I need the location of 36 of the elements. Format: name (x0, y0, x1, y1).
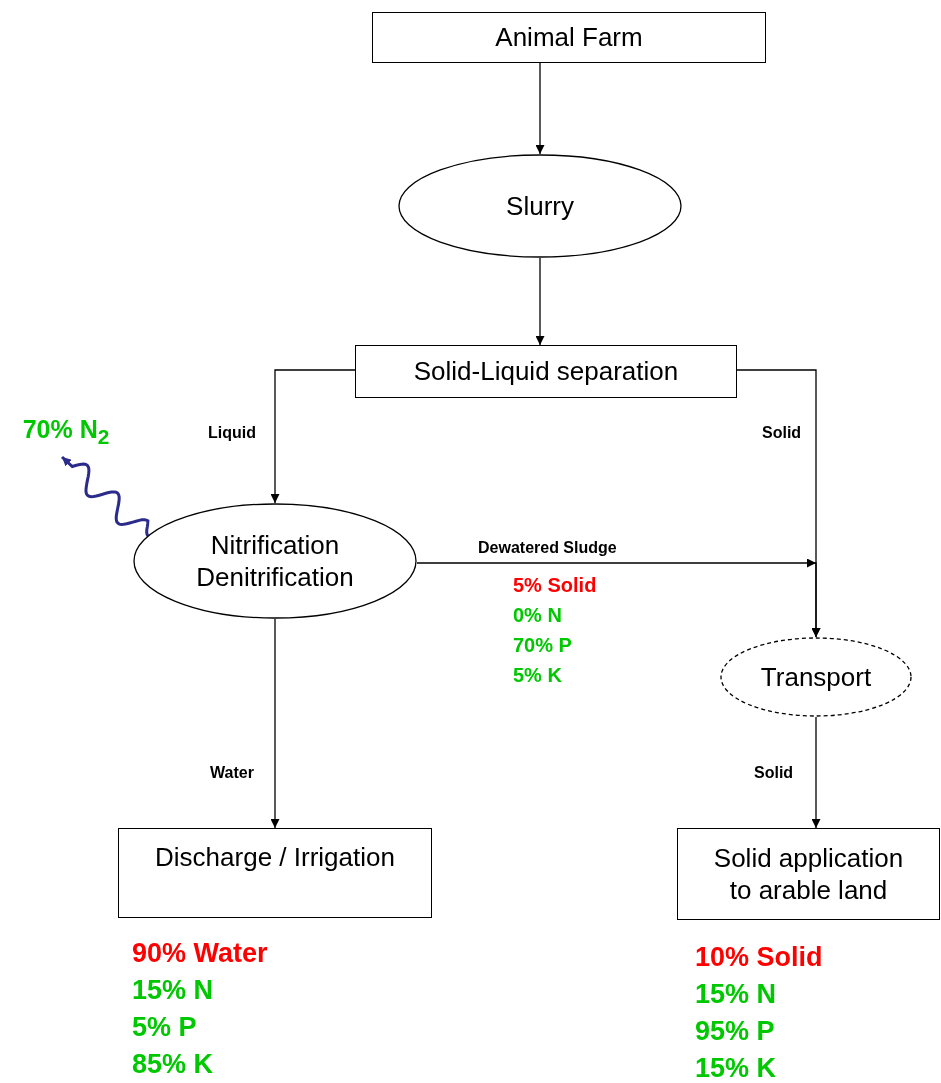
node-label: Transport (760, 660, 872, 694)
percentage-label: 0% N (513, 604, 562, 627)
percentage-label: 70% P (513, 634, 572, 657)
edge-label: Liquid (206, 424, 258, 442)
percentage-label: 10% Solid (695, 942, 823, 973)
process-box (118, 828, 432, 918)
percentage-label: 95% P (695, 1016, 775, 1047)
percentage-label: 5% K (513, 664, 562, 687)
percentage-label: 85% K (132, 1049, 214, 1080)
node-label: Discharge / Irrigation (155, 840, 395, 874)
arrow (270, 618, 280, 829)
process-ellipse (133, 503, 417, 619)
node-label: Animal Farm (495, 21, 643, 54)
process-box (372, 12, 766, 63)
arrow (535, 257, 545, 346)
node-label: Solid-Liquid separation (413, 355, 679, 388)
percentage-label: 15% N (695, 979, 777, 1010)
edge-label: Dewatered Sludge (476, 539, 619, 557)
arrow (270, 369, 356, 504)
process-box (355, 345, 737, 398)
percentage-label: 5% Solid (513, 574, 597, 597)
process-box (677, 828, 940, 920)
percentage-label: 15% K (695, 1053, 777, 1083)
percentage-label: 15% N (132, 975, 214, 1006)
node-label: Solid application to arable land (712, 841, 905, 907)
percentage-label: 90% Water (132, 938, 268, 969)
process-ellipse (398, 154, 682, 258)
node-label: Nitrification Denitrification (195, 528, 355, 594)
node-label: 70% N$_{2}$ (22, 414, 110, 451)
arrow (416, 559, 821, 638)
arrow (811, 716, 821, 829)
process-ellipse (720, 637, 912, 717)
node-label: Slurry (506, 189, 574, 223)
wavy-arrow (61, 455, 150, 537)
arrow (535, 62, 545, 155)
percentage-label: 5% P (132, 1012, 197, 1043)
